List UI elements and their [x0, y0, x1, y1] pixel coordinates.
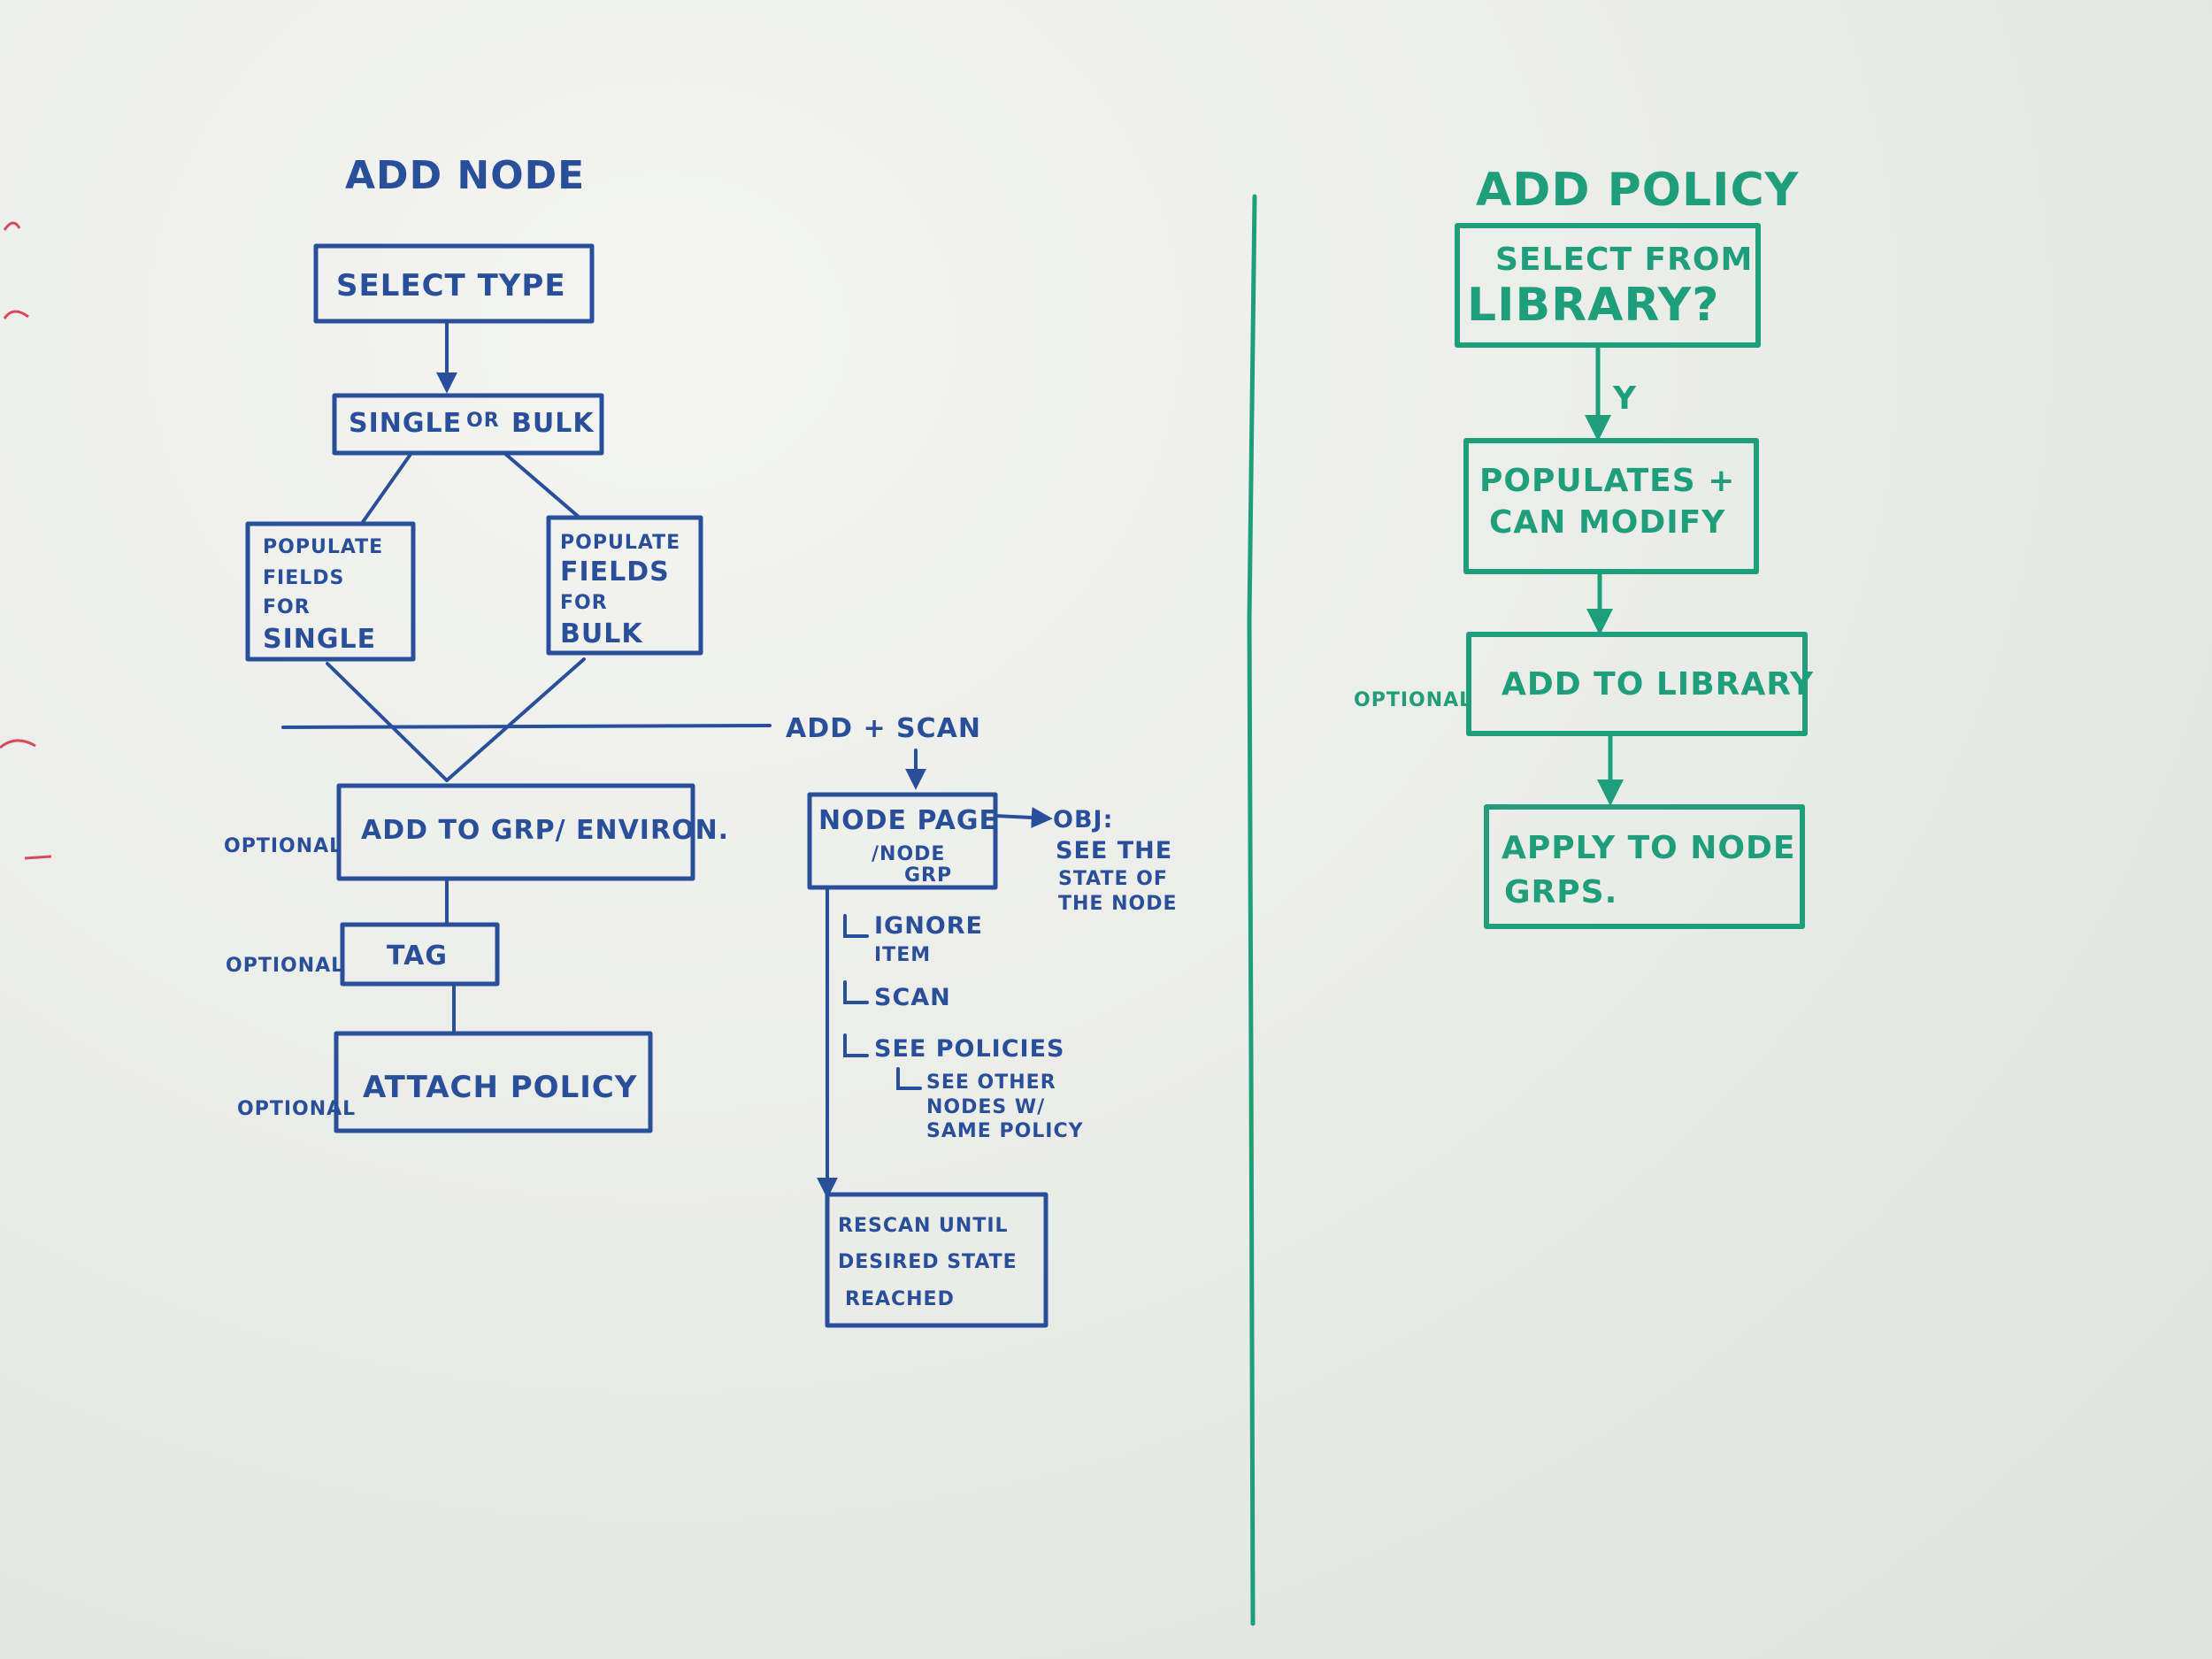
optional-tag-label: OPTIONAL	[226, 955, 344, 977]
or-label: OR	[466, 410, 500, 432]
populate-single-l4: SINGLE	[263, 624, 376, 655]
red-marker-residue	[0, 221, 52, 860]
optional-group-label: OPTIONAL	[224, 835, 342, 857]
add-to-library-box	[1466, 632, 1808, 736]
rescan-l1: RESCAN UNTIL	[838, 1215, 1009, 1237]
populates-box	[1463, 438, 1759, 574]
see-other-nodes-l2: NODES W/	[926, 1096, 1045, 1118]
select-library-l1: SELECT FROM	[1495, 242, 1753, 278]
objective-l1: OBJ:	[1053, 806, 1113, 833]
single-or-bulk-box	[332, 393, 604, 456]
node-page-l2: /NODE	[872, 843, 945, 865]
bulk-label: BULK	[511, 408, 595, 439]
populate-bulk-box	[546, 515, 703, 656]
node-page-l1: NODE PAGE	[818, 805, 998, 836]
rescan-l3: REACHED	[845, 1288, 955, 1310]
select-type-label: SELECT TYPE	[336, 268, 566, 303]
yes-label: Y	[1612, 380, 1637, 417]
node-page-l3: GRP	[904, 864, 952, 887]
objective-l4: THE NODE	[1058, 893, 1178, 915]
add-node-title: ADD NODE	[345, 153, 585, 198]
rescan-box	[825, 1192, 1048, 1328]
attach-policy-box	[334, 1031, 653, 1133]
scan-action-label: SCAN	[874, 984, 951, 1011]
apply-l2: GRPS.	[1504, 874, 1617, 910]
tag-box	[340, 922, 500, 987]
divider-line	[1247, 194, 1257, 1626]
add-policy-title: ADD POLICY	[1476, 164, 1800, 217]
ignore-item-l1: IGNORE	[874, 912, 983, 940]
add-and-scan-label: ADD + SCAN	[786, 713, 981, 744]
populate-bulk-l2: FIELDS	[560, 557, 670, 588]
see-other-nodes-l3: SAME POLICY	[926, 1120, 1084, 1142]
single-label: SINGLE	[349, 408, 462, 439]
apply-l1: APPLY TO NODE	[1502, 830, 1795, 866]
populate-bulk-l3: FOR	[560, 592, 608, 614]
populate-bulk-l4: BULK	[560, 618, 643, 649]
add-to-group-label: ADD TO GRP/ ENVIRON.	[361, 815, 729, 846]
add-to-group-box	[336, 783, 695, 881]
objective-l2: SEE THE	[1056, 837, 1172, 864]
optional-attach-label: OPTIONAL	[237, 1098, 356, 1120]
apply-box	[1484, 804, 1805, 929]
optional-library-label: OPTIONAL	[1354, 689, 1472, 711]
see-policies-label: SEE POLICIES	[874, 1035, 1064, 1063]
tag-label: TAG	[387, 941, 448, 972]
see-other-nodes-l1: SEE OTHER	[926, 1071, 1056, 1094]
select-library-box	[1455, 223, 1761, 348]
populates-l2: CAN MODIFY	[1489, 504, 1725, 541]
rescan-l2: DESIRED STATE	[838, 1251, 1018, 1273]
ignore-item-l2: ITEM	[874, 944, 931, 966]
objective-l3: STATE OF	[1058, 868, 1168, 890]
select-library-l2: LIBRARY?	[1467, 279, 1719, 332]
add-to-library-label: ADD TO LIBRARY	[1502, 666, 1814, 703]
attach-policy-label: ATTACH POLICY	[363, 1070, 637, 1105]
populates-l1: POPULATES +	[1479, 463, 1735, 499]
select-type-box	[313, 243, 595, 324]
node-page-box	[807, 792, 998, 890]
populate-single-l2: FIELDS	[263, 567, 344, 589]
populate-single-box	[245, 521, 416, 662]
populate-single-l1: POPULATE	[263, 536, 383, 558]
populate-single-l3: FOR	[263, 596, 311, 618]
populate-bulk-l1: POPULATE	[560, 532, 680, 554]
